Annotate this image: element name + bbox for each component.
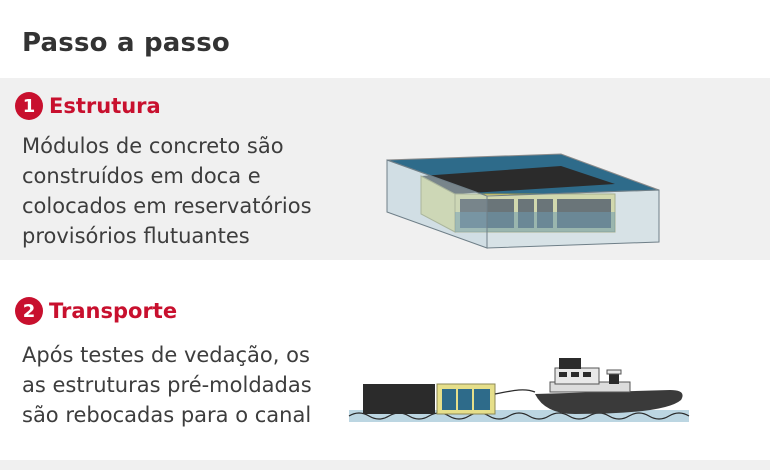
step-2-description-line: são rebocadas para o canal: [22, 403, 312, 427]
wave-line: [348, 412, 690, 420]
step-2-description-line: as estruturas pré-moldadas: [22, 373, 312, 397]
step-2-section: 2 Transporte Após testes de vedação, os …: [0, 262, 770, 460]
cabin-window: [559, 372, 567, 377]
step-1-description-line: Módulos de concreto são: [22, 134, 284, 158]
step-1-section: 1 Estrutura Módulos de concreto são cons…: [0, 78, 770, 260]
step-1-number-badge: 1: [15, 92, 43, 120]
step-2-description-line: Após testes de vedação, os: [22, 343, 310, 367]
tugboat-bridge: [559, 358, 581, 369]
page-title: Passo a passo: [22, 28, 230, 58]
water-line: [455, 212, 615, 232]
towed-module-dark: [363, 384, 435, 414]
step-1-description-line: construídos em doca e: [22, 164, 261, 188]
cabin-window: [571, 372, 579, 377]
module-cell: [458, 389, 472, 410]
reservoir-front-wall: [486, 189, 660, 249]
step-2-number-badge: 2: [15, 297, 43, 325]
funnel-cap: [606, 369, 622, 375]
cabin-window: [583, 372, 591, 377]
tow-rope: [494, 389, 536, 395]
tugboat-towing-illustration: [348, 358, 690, 422]
tugboat-hull: [535, 390, 683, 414]
step-2-title: Transporte: [49, 299, 178, 323]
step-1-header: 1 Estrutura: [15, 92, 161, 120]
step-1-description: Módulos de concreto são construídos em d…: [22, 131, 352, 251]
step-1-description-line: colocados em reservatórios: [22, 194, 312, 218]
module-cell: [474, 389, 490, 410]
floating-reservoir-illustration: [386, 153, 660, 249]
bottom-divider: [0, 460, 770, 470]
module-top: [421, 166, 615, 194]
step-2-header: 2 Transporte: [15, 297, 177, 325]
tugboat-funnel: [609, 374, 619, 384]
step-1-title: Estrutura: [49, 94, 161, 118]
step-1-description-line: provisórios flutuantes: [22, 224, 250, 248]
step-2-description: Após testes de vedação, os as estruturas…: [22, 340, 352, 430]
module-cell: [442, 389, 456, 410]
